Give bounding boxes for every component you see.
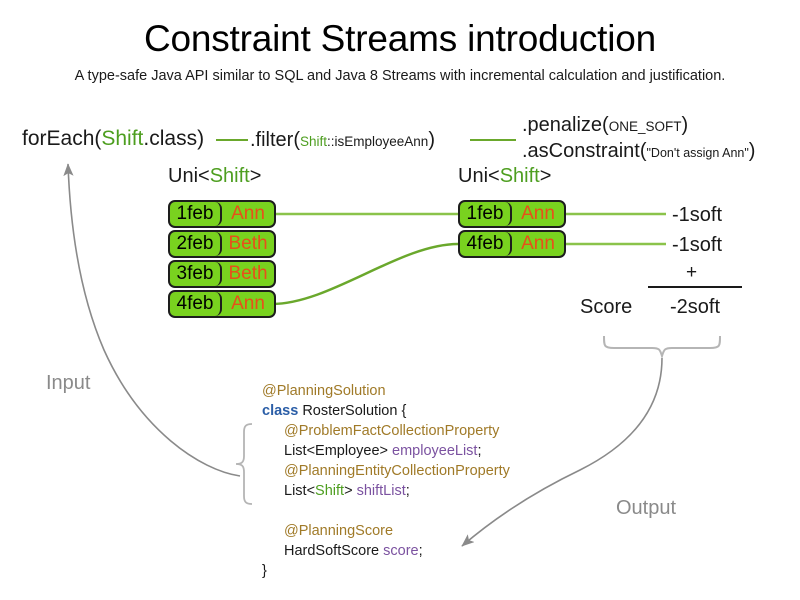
filter-prefix: .filter(: [250, 129, 300, 151]
code-token-typ: Shift: [315, 483, 345, 499]
code-token: RosterSolution {: [302, 403, 407, 419]
tuple-employee: Ann: [231, 293, 265, 314]
code-line: class RosterSolution {: [262, 401, 510, 421]
code-token: ;: [405, 483, 410, 499]
code-token-fld: score: [383, 543, 419, 559]
code-token-fld: employeeList: [392, 443, 478, 459]
code-token-ann: @PlanningEntityCollectionProperty: [284, 463, 510, 479]
foreach-prefix: forEach(: [22, 127, 102, 150]
uni-label-right: Uni<Shift>: [458, 165, 551, 188]
uni-left-suffix: >: [249, 165, 262, 187]
tuple-employee: Beth: [228, 233, 268, 254]
code-line: HardSoftScore score;: [262, 541, 510, 561]
tuple-employee: Beth: [228, 263, 268, 284]
code-token-kw: class: [262, 403, 303, 419]
code-line: @PlanningScore: [262, 521, 510, 541]
penalize-arg: ONE_SOFT: [608, 119, 682, 134]
sum-divider: [648, 286, 742, 288]
tuple-date: 4feb: [170, 292, 222, 316]
asconstraint-suffix: ): [748, 140, 756, 162]
code-token-ann: @ProblemFactCollectionProperty: [284, 423, 500, 439]
uni-right-prefix: Uni<: [458, 165, 500, 187]
code-token-fld: shiftList: [356, 483, 406, 499]
uni-left-type: Shift: [209, 165, 250, 187]
pipeline-asconstraint: .asConstraint("Don't assign Ann"): [522, 140, 755, 163]
table-row[interactable]: 4feb Ann: [458, 230, 566, 258]
filter-suffix: ): [428, 129, 435, 151]
score-brace: [603, 335, 721, 360]
table-row[interactable]: 4feb Ann: [168, 290, 276, 318]
code-line: @PlanningEntityCollectionProperty: [262, 461, 510, 481]
code-line: @PlanningSolution: [262, 381, 510, 401]
pipeline-filter: .filter(Shift::isEmployeeAnn): [250, 129, 435, 152]
code-token-ann: @PlanningScore: [284, 523, 394, 539]
output-label: Output: [616, 497, 677, 519]
code-token: >: [344, 483, 357, 499]
code-token: [284, 503, 288, 519]
code-fields-brace: [235, 423, 253, 505]
tuple-date: 1feb: [460, 202, 512, 226]
score-label: Score: [580, 296, 633, 318]
table-row[interactable]: 1feb Ann: [168, 200, 276, 228]
asconstraint-arg: "Don't assign Ann": [646, 146, 749, 160]
tuple-employee: Ann: [231, 203, 265, 224]
score-total: -2soft: [670, 296, 721, 318]
input-label: Input: [46, 372, 91, 394]
table-row[interactable]: 2feb Beth: [168, 230, 276, 258]
sum-plus-sign: +: [686, 262, 698, 283]
pipeline-penalize: .penalize(ONE_SOFT): [522, 114, 688, 137]
code-token: List<: [284, 483, 316, 499]
code-token: ;: [477, 443, 482, 459]
table-row[interactable]: 3feb Beth: [168, 260, 276, 288]
code-token-ann: @PlanningSolution: [262, 383, 386, 399]
table-row[interactable]: 1feb Ann: [458, 200, 566, 228]
uni-left-prefix: Uni<: [168, 165, 210, 187]
filter-type: Shift: [300, 134, 328, 149]
uni-right-suffix: >: [539, 165, 552, 187]
foreach-type: Shift: [101, 127, 144, 150]
tuple-connector-4feb: [271, 242, 459, 306]
code-line: @ProblemFactCollectionProperty: [262, 421, 510, 441]
code-line: List<Employee> employeeList;: [262, 441, 510, 461]
uni-label-left: Uni<Shift>: [168, 165, 261, 188]
tuple-date: 3feb: [170, 262, 222, 286]
page-title: Constraint Streams introduction: [143, 18, 657, 59]
code-token: List<Employee>: [284, 443, 393, 459]
code-line: [262, 501, 510, 521]
impact-label-1: -1soft: [672, 204, 723, 226]
code-token: }: [262, 563, 267, 579]
code-token: HardSoftScore: [284, 543, 384, 559]
foreach-suffix: .class): [143, 127, 205, 150]
code-line: List<Shift> shiftList;: [262, 481, 510, 501]
pipeline-foreach: forEach(Shift.class): [22, 127, 204, 151]
page-subtitle: A type-safe Java API similar to SQL and …: [74, 68, 726, 84]
tuple-employee: Ann: [521, 203, 555, 224]
code-snippet: @PlanningSolution class RosterSolution { @…: [262, 381, 510, 581]
code-token: ;: [418, 543, 423, 559]
impact-label-2: -1soft: [672, 234, 723, 256]
tuple-date: 1feb: [170, 202, 222, 226]
penalize-prefix: .penalize(: [522, 114, 609, 136]
tuple-employee: Ann: [521, 233, 555, 254]
code-line: }: [262, 561, 510, 581]
filter-method: ::isEmployeeAnn: [327, 134, 429, 149]
uni-right-type: Shift: [499, 165, 540, 187]
penalize-suffix: ): [681, 114, 689, 136]
tuple-date: 2feb: [170, 232, 222, 256]
asconstraint-prefix: .asConstraint(: [522, 140, 647, 162]
tuple-date: 4feb: [460, 232, 512, 256]
